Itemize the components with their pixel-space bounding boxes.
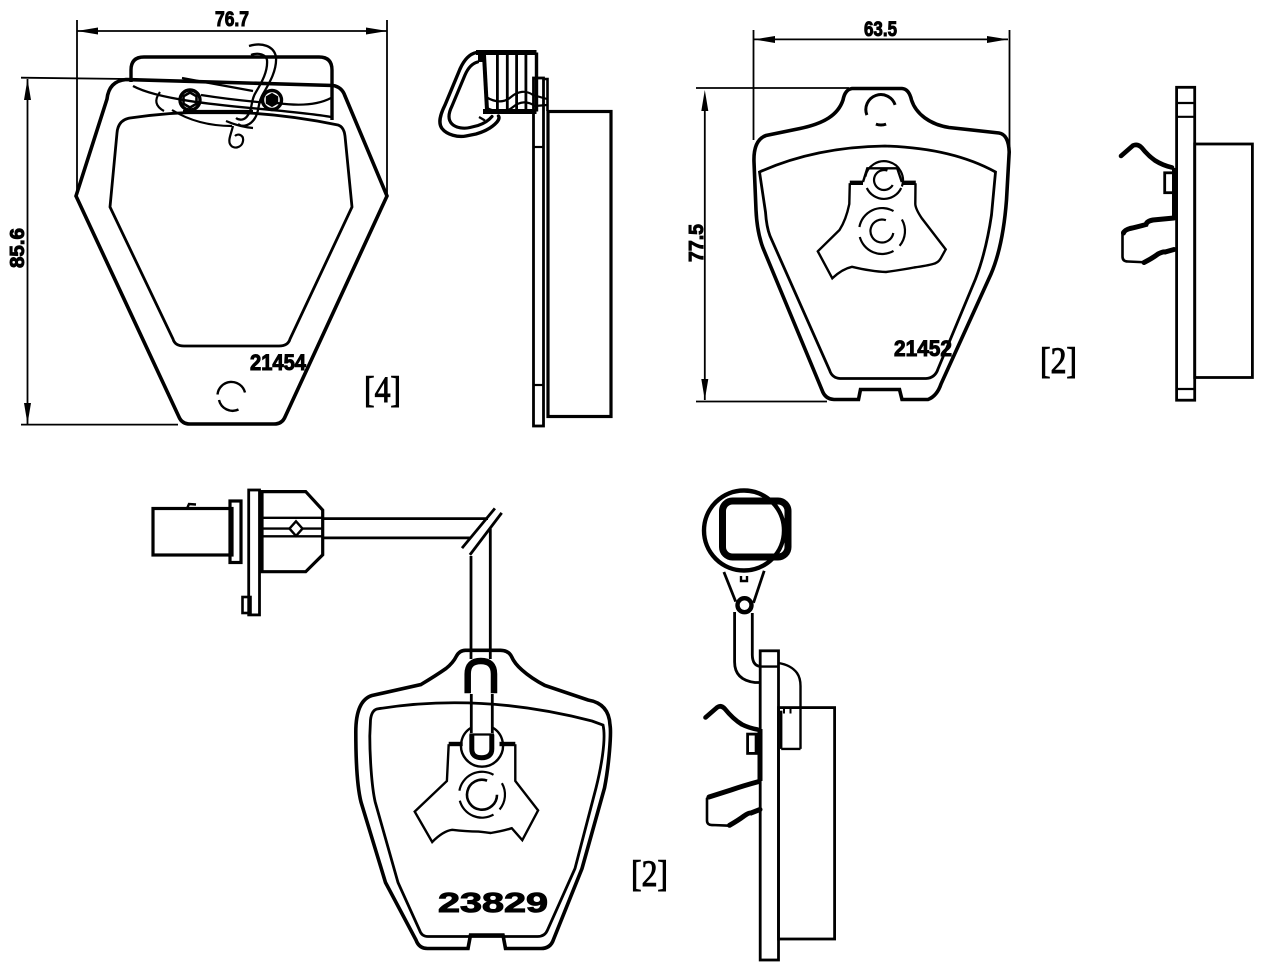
svg-text:85.6: 85.6 bbox=[7, 228, 29, 268]
svg-text:77.5: 77.5 bbox=[686, 224, 708, 262]
svg-text:[2]: [2] bbox=[1040, 341, 1077, 382]
svg-text:[4]: [4] bbox=[364, 370, 401, 411]
svg-text:21454: 21454 bbox=[250, 350, 307, 375]
svg-text:[2]: [2] bbox=[631, 854, 668, 895]
svg-text:76.7: 76.7 bbox=[215, 8, 249, 31]
svg-text:63.5: 63.5 bbox=[864, 18, 897, 41]
svg-text:21452: 21452 bbox=[894, 336, 952, 361]
svg-text:23829: 23829 bbox=[438, 887, 548, 918]
